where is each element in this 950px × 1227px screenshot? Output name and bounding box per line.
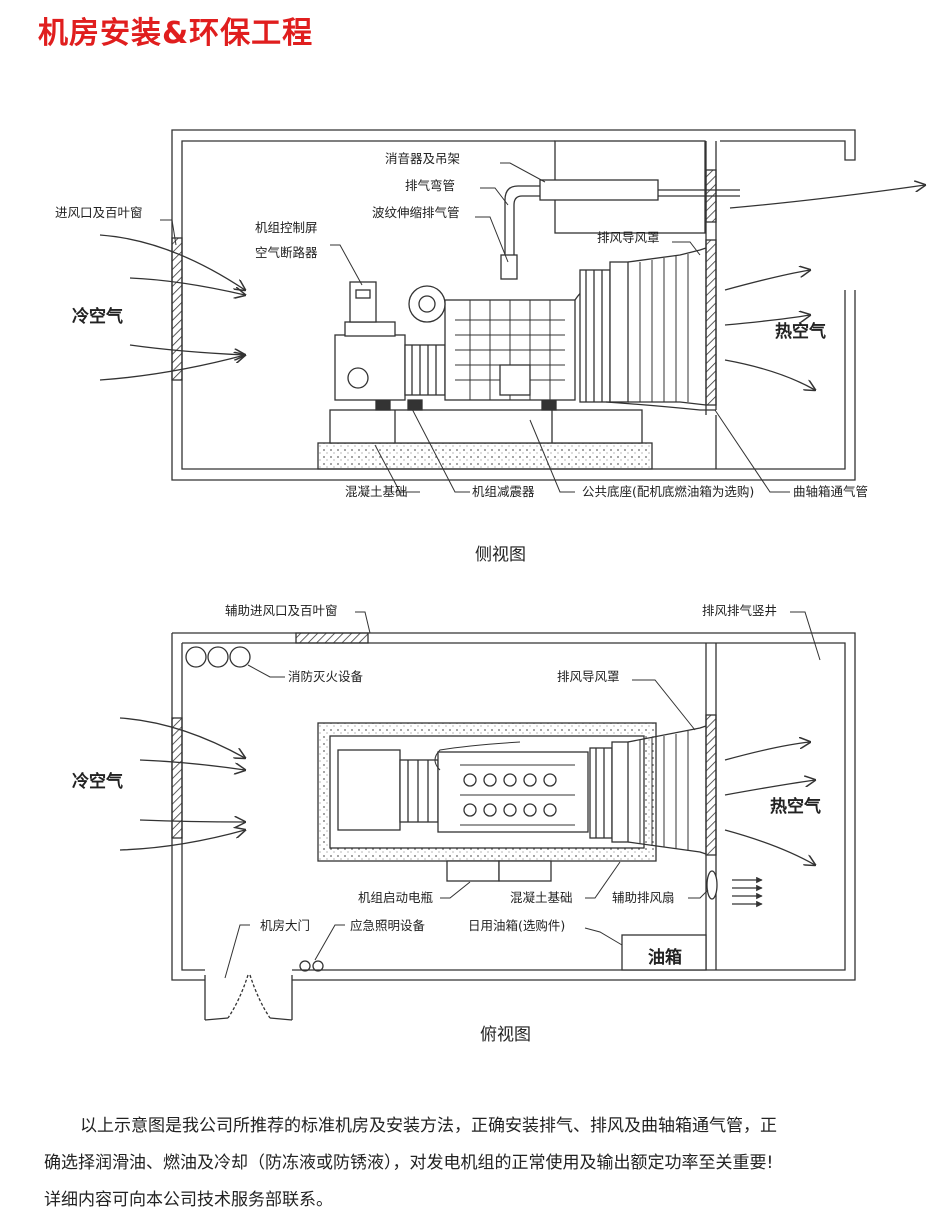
label-aux-intake: 辅助进风口及百叶窗 bbox=[225, 603, 338, 618]
label-crankcase-vent: 曲轴箱通气管 bbox=[793, 484, 868, 499]
label-oil-tank: 油箱 bbox=[648, 947, 682, 968]
label-damper: 机组减震器 bbox=[472, 484, 535, 499]
label-hot-air: 热空气 bbox=[775, 321, 826, 342]
side-view bbox=[99, 129, 925, 493]
label-top-hot-air: 热空气 bbox=[770, 796, 821, 817]
label-aux-fan: 辅助排风扇 bbox=[612, 890, 675, 905]
label-fire-equipment: 消防灭火设备 bbox=[288, 669, 364, 684]
label-door: 机房大门 bbox=[260, 918, 310, 933]
label-emergency-light: 应急照明设备 bbox=[350, 918, 426, 933]
label-battery: 机组启动电瓶 bbox=[358, 890, 433, 905]
label-top-cold-air: 冷空气 bbox=[72, 771, 123, 792]
label-intake: 进风口及百叶窗 bbox=[55, 205, 143, 220]
label-cold-air: 冷空气 bbox=[72, 306, 123, 327]
description-paragraph: 以上示意图是我公司所推荐的标准机房及安装方法，正确安装排气、排风及曲轴箱通气管，… bbox=[44, 1108, 944, 1219]
caption-side-view: 侧视图 bbox=[475, 545, 526, 565]
label-top-exhaust-hood: 排风导风罩 bbox=[557, 669, 620, 684]
label-control-panel: 机组控制屏 bbox=[255, 220, 318, 235]
label-muffler: 消音器及吊架 bbox=[385, 151, 460, 166]
label-concrete-base: 混凝土基础 bbox=[345, 484, 408, 499]
top-view bbox=[119, 611, 856, 1021]
label-exhaust-elbow: 排气弯管 bbox=[405, 178, 455, 193]
label-exhaust-shaft: 排风排气竖井 bbox=[702, 603, 777, 618]
label-common-base: 公共底座(配机底燃油箱为选购) bbox=[582, 484, 754, 499]
label-bellows: 波纹伸缩排气管 bbox=[372, 205, 460, 220]
caption-top-view: 俯视图 bbox=[480, 1025, 531, 1045]
description-line-3: 详细内容可向本公司技术服务部联系。 bbox=[44, 1190, 333, 1210]
description-line-1: 以上示意图是我公司所推荐的标准机房及安装方法，正确安装排气、排风及曲轴箱通气管，… bbox=[80, 1116, 777, 1136]
description-line-2: 确选择润滑油、燃油及冷却（防冻液或防锈液），对发电机组的正常使用及输出额定功率至… bbox=[44, 1153, 774, 1173]
label-exhaust-hood: 排风导风罩 bbox=[597, 230, 660, 245]
label-breaker: 空气断路器 bbox=[255, 245, 318, 260]
page-title: 机房安装&环保工程 bbox=[38, 16, 314, 51]
label-day-tank: 日用油箱(选购件) bbox=[468, 918, 565, 933]
label-top-concrete-base: 混凝土基础 bbox=[510, 890, 573, 905]
